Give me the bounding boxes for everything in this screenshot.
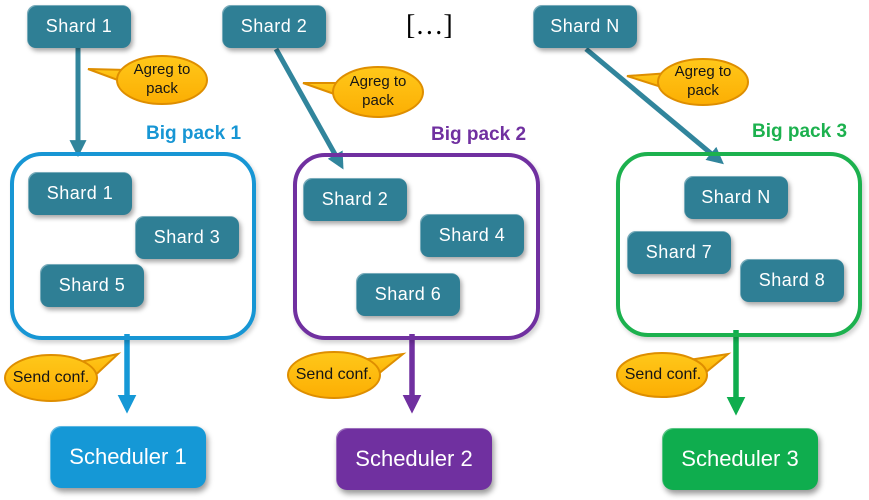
pack-title-1: Big pack 1 xyxy=(146,123,242,144)
source-shard-n: Shard N xyxy=(533,5,637,48)
arrow-shard2-to-pack2 xyxy=(273,47,344,170)
pack3-shard-c: Shard 8 xyxy=(740,259,844,302)
big-pack-3 xyxy=(616,152,862,337)
pack1-shard-c: Shard 5 xyxy=(40,264,144,307)
agreg-bubble-label-1: Agreg to pack xyxy=(133,61,191,97)
agreg-bubble-shape-2 xyxy=(302,66,424,118)
scheduler-1: Scheduler 1 xyxy=(50,426,206,488)
pack1-shard-b: Shard 3 xyxy=(135,216,239,259)
pack2-shard-c: Shard 6 xyxy=(356,273,460,316)
pack2-shard-a: Shard 2 xyxy=(303,178,407,221)
scheduler-3: Scheduler 3 xyxy=(662,428,818,490)
source-shard-2: Shard 2 xyxy=(222,5,326,48)
pack1-shard-a: Shard 1 xyxy=(28,172,132,215)
pack2-shard-b: Shard 4 xyxy=(420,214,524,257)
send-bubble-label-1: Send conf. xyxy=(12,369,90,386)
send-bubble-shape-3 xyxy=(616,352,732,398)
send-bubble-label-3: Send conf. xyxy=(624,366,702,383)
send-bubble-shape-1 xyxy=(4,352,122,402)
arrow-shardN-to-pack3 xyxy=(584,47,724,165)
agreg-bubble-label-3: Agreg to pack xyxy=(674,63,732,99)
source-shard-1: Shard 1 xyxy=(27,5,131,48)
pack-title-3: Big pack 3 xyxy=(752,121,848,142)
agreg-bubble-label-2: Agreg to pack xyxy=(349,73,407,109)
pack3-shard-a: Shard N xyxy=(684,176,788,219)
pack-title-2: Big pack 2 xyxy=(431,124,527,145)
agreg-bubble-shape-1 xyxy=(87,55,208,105)
pack3-shard-b: Shard 7 xyxy=(627,231,731,274)
send-bubble-label-2: Send conf. xyxy=(295,366,373,383)
scheduler-2: Scheduler 2 xyxy=(336,428,492,490)
ellipsis-label: […] xyxy=(406,10,453,41)
agreg-bubble-shape-3 xyxy=(626,58,749,106)
send-bubble-shape-2 xyxy=(287,351,407,399)
big-pack-1 xyxy=(10,152,256,340)
big-pack-2 xyxy=(293,153,540,340)
